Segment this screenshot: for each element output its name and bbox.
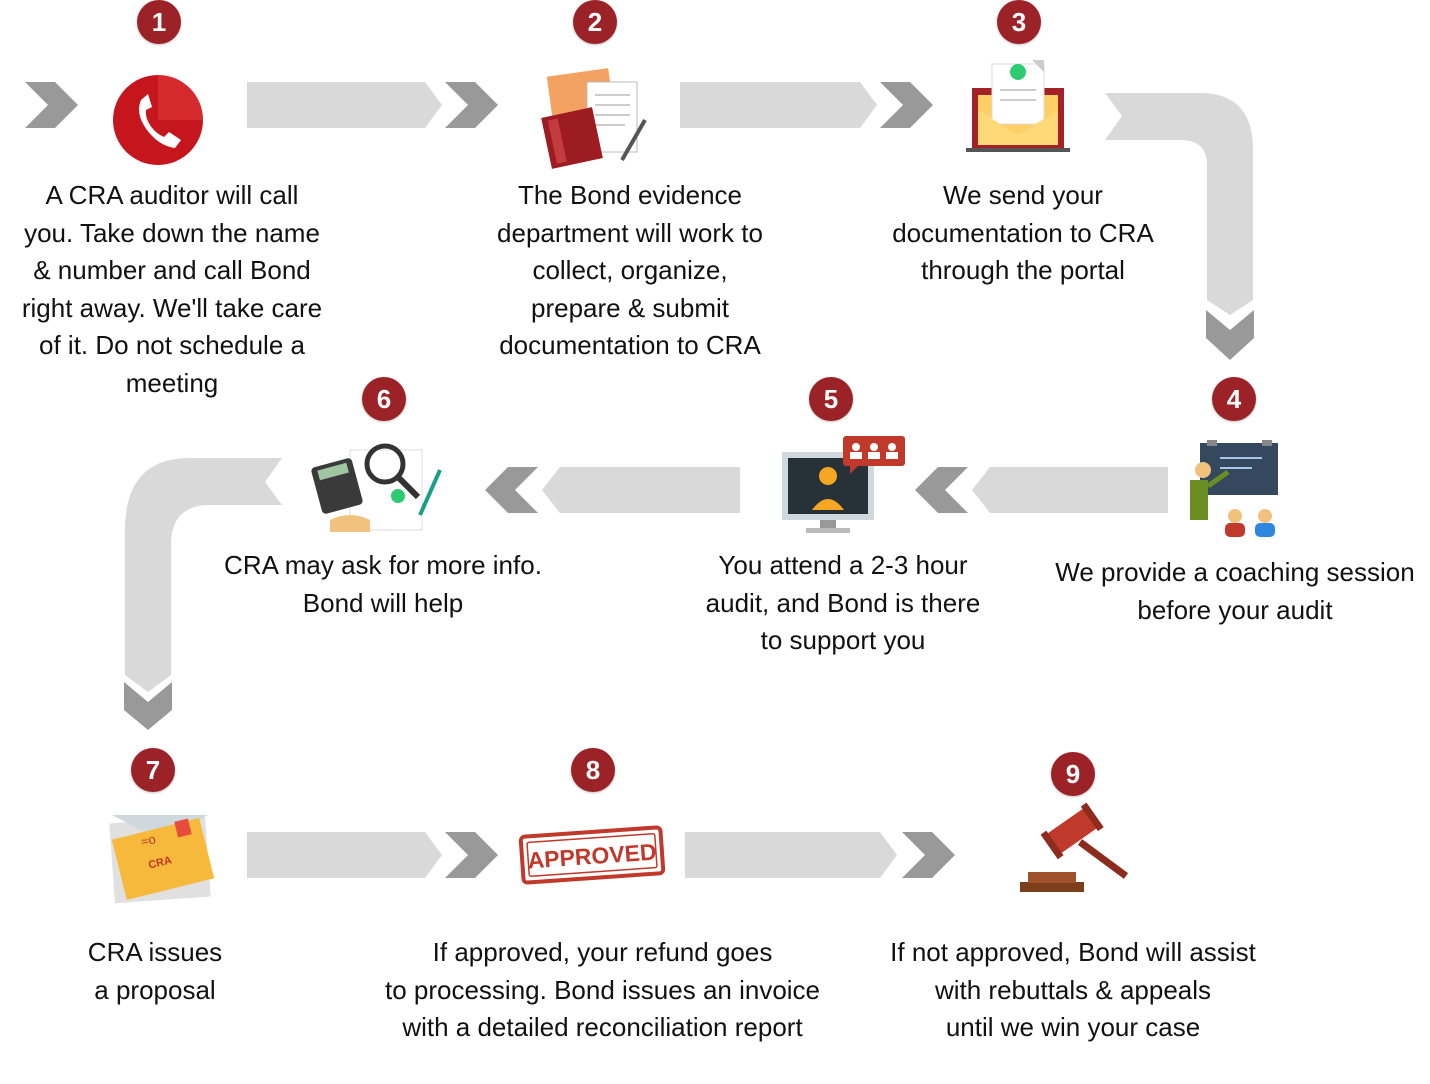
step-text-3: We send your documentation to CRA throug…: [892, 180, 1154, 285]
video-meeting-icon: [782, 436, 905, 533]
step-badge-6: 6: [362, 377, 406, 421]
chevron-icon: [25, 82, 78, 128]
step-badge-1: 1: [137, 0, 181, 44]
coaching-icon: [1190, 440, 1278, 537]
chevron-icon: [124, 682, 172, 730]
chevron-icon: [915, 467, 968, 513]
review-icon: [311, 443, 442, 532]
chevron-icon: [902, 832, 955, 878]
flow-arrow-8-9: [685, 832, 897, 878]
chevron-icon: [445, 82, 498, 128]
step-badge-9: 9: [1051, 752, 1095, 796]
envelope-label: CRA: [147, 854, 173, 871]
chevron-icon: [445, 832, 498, 878]
documents-icon: [541, 68, 647, 169]
step-badge-4: 4: [1212, 377, 1256, 421]
step-text-8: If approved, your refund goes to process…: [384, 937, 821, 1042]
flow-arrow-2-3: [680, 82, 877, 128]
step-text-1: A CRA auditor will call you. Take down t…: [21, 180, 323, 398]
step-badge-5: 5: [809, 377, 853, 421]
step-badge-7: 7: [131, 748, 175, 792]
phone-icon: [113, 75, 203, 165]
step-text-6: CRA may ask for more info. Bond will hel…: [224, 550, 542, 618]
step-badge-8: 8: [571, 748, 615, 792]
gavel-icon: [1020, 802, 1129, 892]
chevron-icon: [880, 82, 933, 128]
step-text-7: CRA issues a proposal: [87, 937, 223, 1005]
flow-arrow-1-2: [247, 82, 442, 128]
step-badge-3: 3: [997, 0, 1041, 44]
step-text-4: We provide a coaching session before you…: [1055, 557, 1415, 625]
flow-curve-6-7: [125, 458, 282, 692]
approved-stamp-icon: APPROVED: [518, 825, 666, 885]
mail-icon: [966, 60, 1070, 152]
svg-text:≈o: ≈o: [140, 831, 158, 849]
flow-arrow-5-6: [542, 467, 740, 513]
flow-arrow-7-8: [247, 832, 442, 878]
chevron-icon: [485, 467, 538, 513]
flow-arrow-4-5: [972, 467, 1168, 513]
step-text-5: You attend a 2-3 hour audit, and Bond is…: [705, 550, 981, 655]
step-text-2: The Bond evidence department will work t…: [497, 180, 763, 360]
step-text-9: If not approved, Bond will assist with r…: [890, 937, 1256, 1042]
flow-curve-3-4: [1105, 93, 1253, 315]
step-badge-2: 2: [573, 0, 617, 44]
envelope-icon: CRA ≈o: [109, 815, 215, 904]
chevron-icon: [1206, 310, 1254, 360]
